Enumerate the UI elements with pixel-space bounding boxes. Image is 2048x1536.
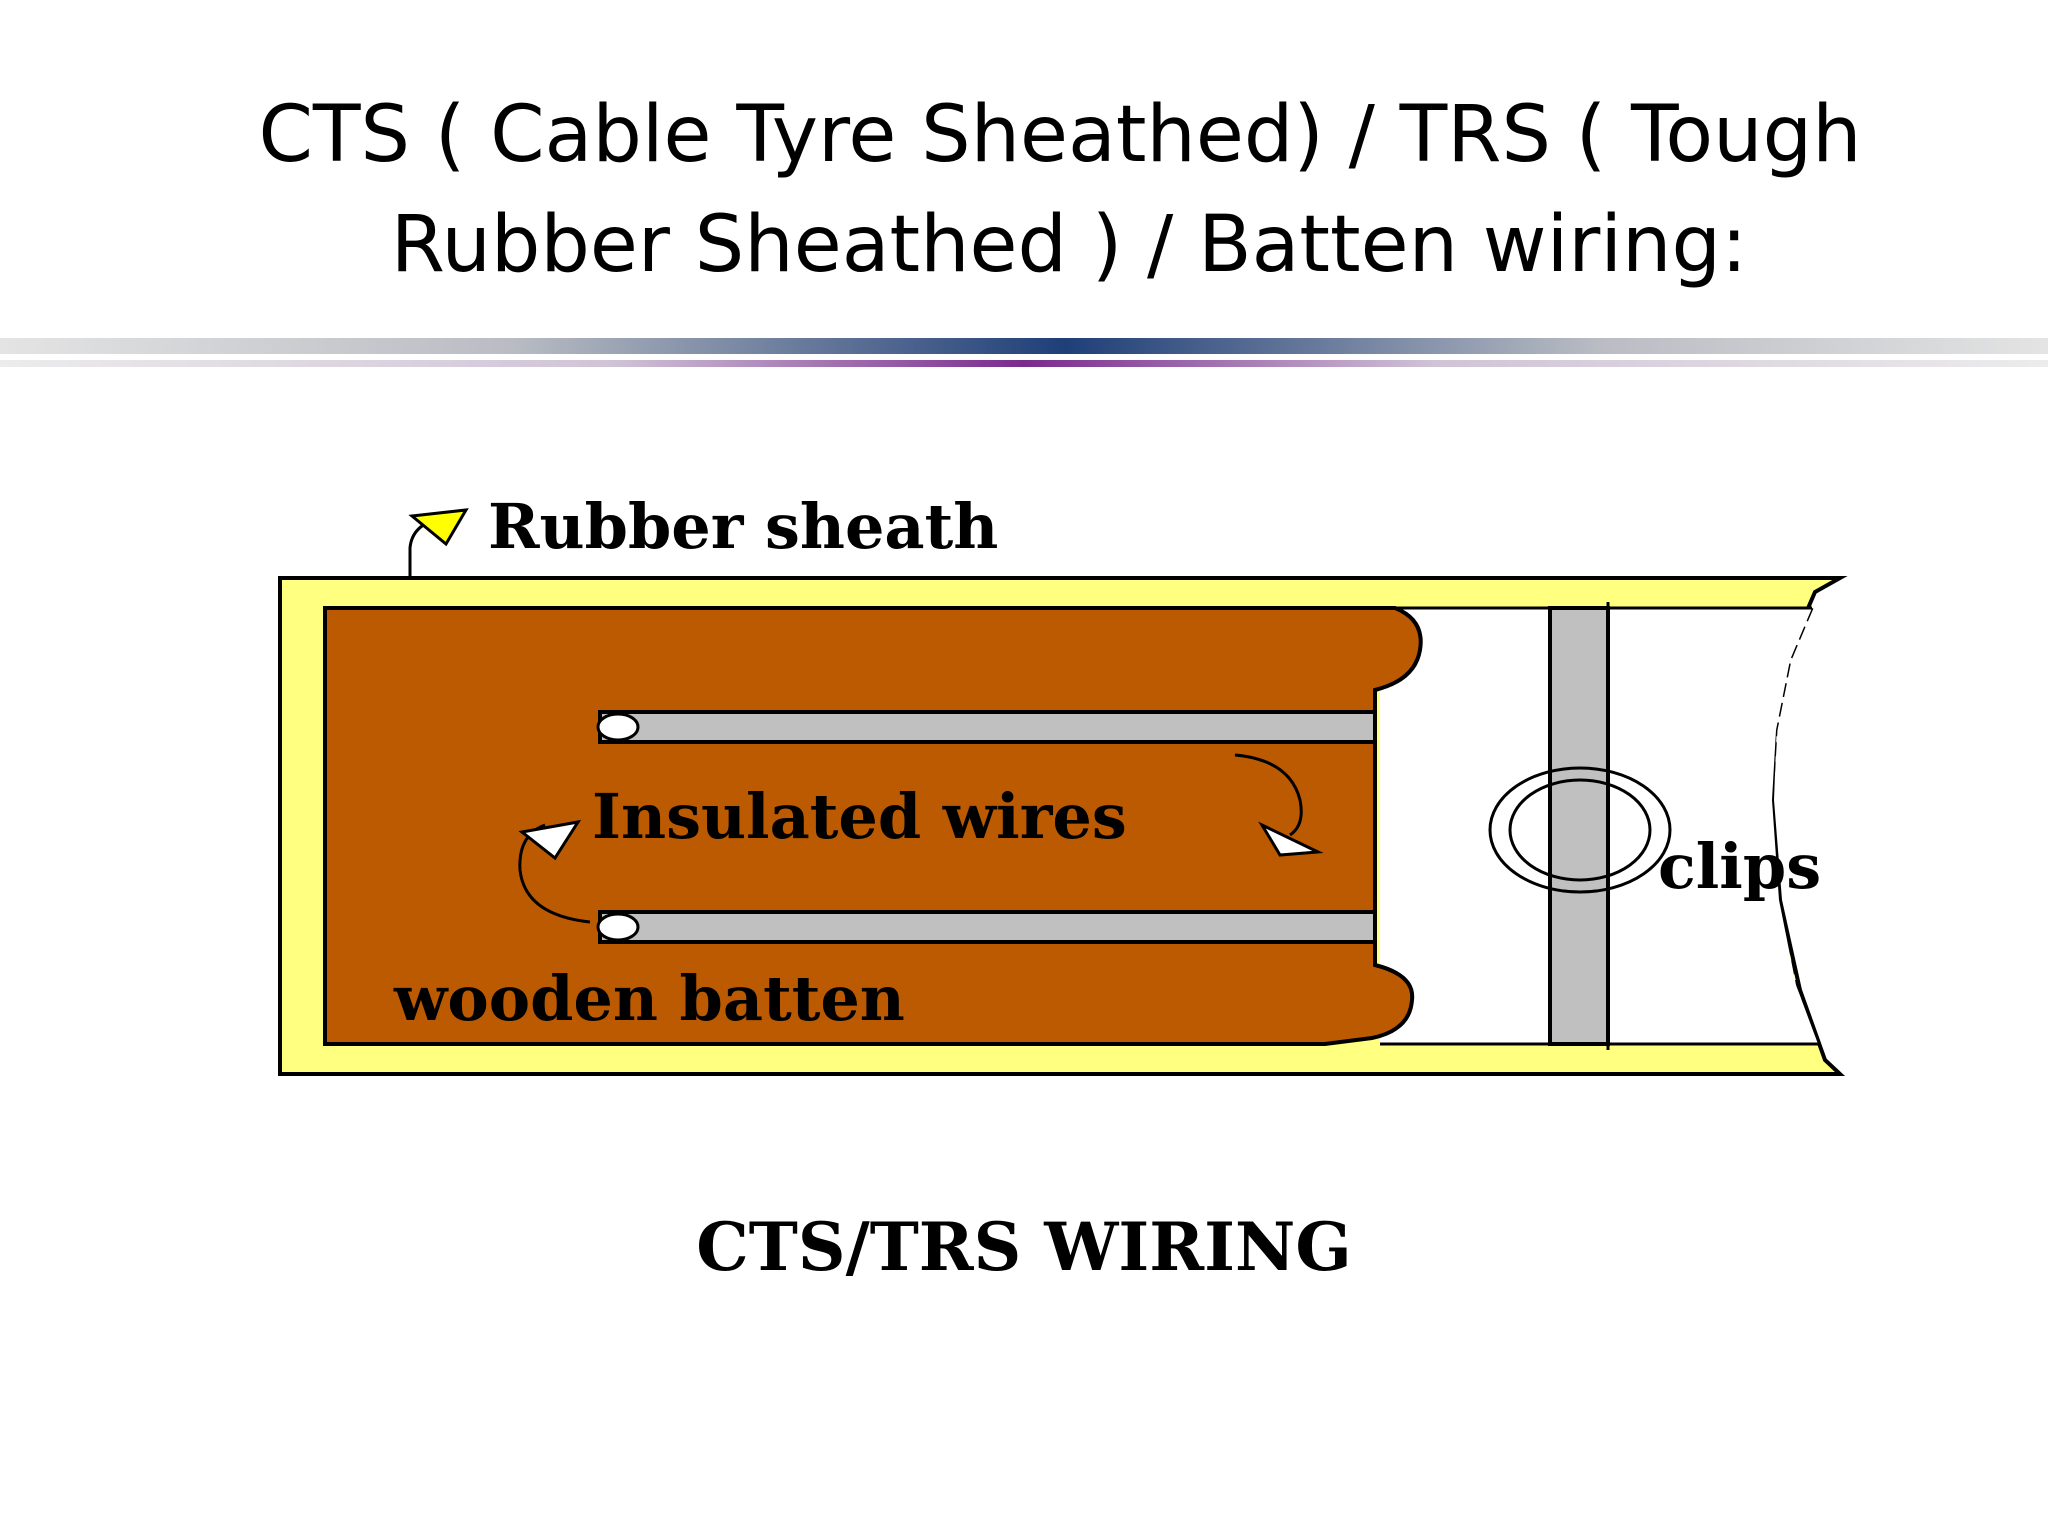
title-divider-accent	[0, 360, 2048, 367]
wire-end-bottom	[596, 912, 640, 942]
insulated-wire-top	[596, 710, 1377, 744]
wire-end-top	[596, 712, 640, 742]
label-wooden-batten: wooden batten	[393, 962, 905, 1035]
label-rubber-sheath: Rubber sheath	[488, 490, 998, 563]
insulated-wire-bottom	[596, 910, 1377, 944]
clip-rings-icon	[1488, 766, 1672, 894]
insulated-wires-arrowhead-right-icon	[1258, 821, 1324, 857]
slide-title: CTS ( Cable Tyre Sheathed) / TRS ( Tough…	[240, 80, 1880, 300]
label-clips: clips	[1658, 830, 1821, 903]
insulated-wires-arrow-right	[1234, 753, 1303, 837]
clip-strap	[1548, 606, 1610, 1046]
slide-title-line-2: Rubber Sheathed ) / Batten wiring:	[390, 200, 1748, 290]
slide-title-line-1: CTS ( Cable Tyre Sheathed) / TRS ( Tough	[258, 90, 1862, 180]
rubber-sheath-arrow-icon	[408, 508, 469, 547]
diagram-caption: CTS/TRS WIRING	[696, 1208, 1351, 1286]
insulated-wires-arrowhead-left-icon	[518, 819, 582, 861]
label-insulated-wires: Insulated wires	[592, 780, 1127, 853]
title-divider-bar	[0, 338, 2048, 354]
